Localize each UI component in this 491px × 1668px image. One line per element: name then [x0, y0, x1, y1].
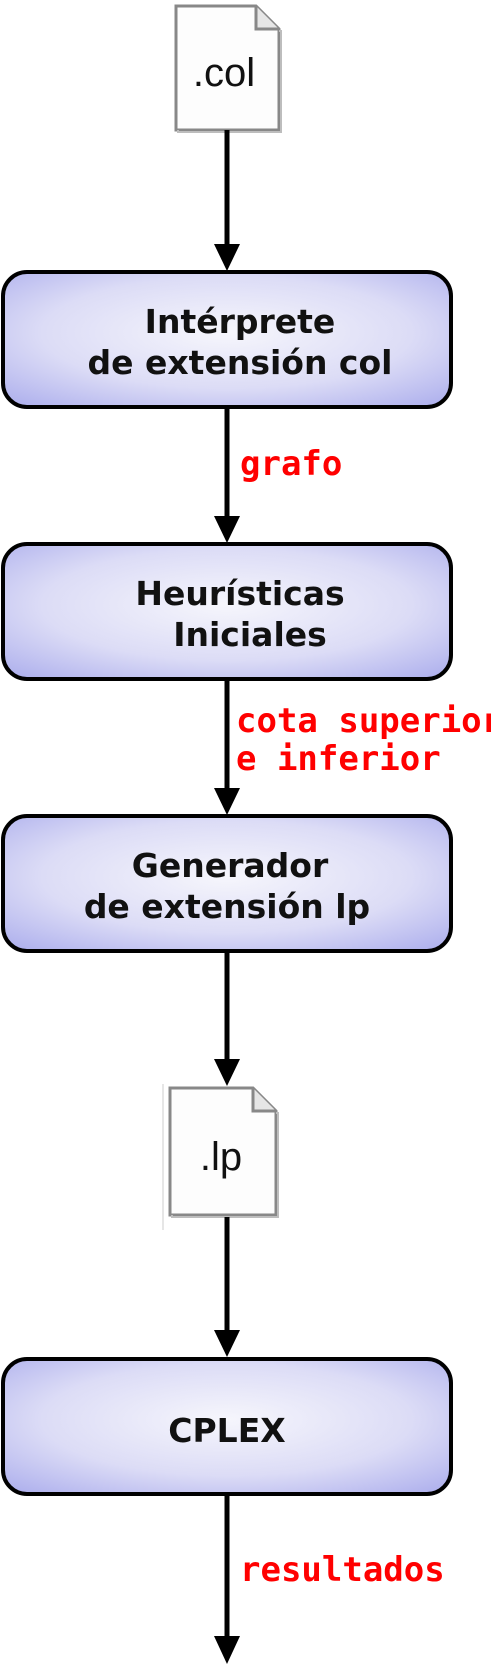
arrow-interpreter-to-heuristics: [214, 409, 240, 543]
lp-file-label: .lp: [200, 1135, 242, 1179]
generator-label-line2: de extensión lp: [84, 887, 370, 926]
edge-label-results: resultados: [240, 1550, 445, 1590]
cplex-box: CPLEX: [1, 1357, 453, 1496]
heuristics-label-line1: Heurísticas: [135, 574, 344, 613]
interpreter-label-line2: de extensión col: [88, 343, 393, 382]
arrow-lp-to-cplex: [214, 1217, 240, 1357]
edge-label-bounds-line2: e inferior: [236, 739, 441, 779]
heuristics-box: Heurísticas Iniciales: [1, 542, 453, 681]
col-file-label: .col: [193, 51, 255, 95]
heuristics-label-line2: Iniciales: [173, 615, 327, 654]
lp-file-icon: .lp: [162, 1084, 279, 1230]
edge-label-bounds-line1: cota superior: [236, 701, 491, 741]
arrow-heuristics-to-generator: [214, 681, 240, 815]
arrow-col-to-interpreter: [214, 130, 240, 271]
arrow-generator-to-lp: [214, 953, 240, 1086]
interpreter-box: Intérprete de extensión col: [1, 270, 453, 409]
edge-label-graph: grafo: [240, 444, 342, 484]
generator-label-line1: Generador: [132, 846, 329, 885]
interpreter-label-line1: Intérprete: [145, 302, 336, 341]
generator-box: Generador de extensión lp: [1, 814, 453, 953]
arrow-cplex-to-output: [214, 1496, 240, 1664]
cplex-label: CPLEX: [168, 1411, 285, 1450]
col-file-icon: .col: [174, 4, 282, 133]
